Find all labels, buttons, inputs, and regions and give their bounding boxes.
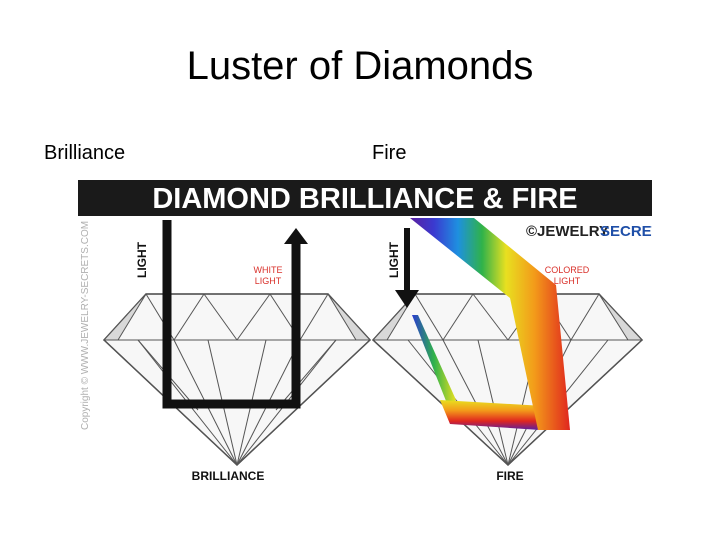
- colored-light-line2: LIGHT: [554, 276, 581, 286]
- caption-fire: FIRE: [496, 469, 523, 483]
- banner-title: DIAMOND BRILLIANCE & FIRE: [152, 183, 577, 215]
- down-arrow-head: [395, 290, 419, 308]
- brilliance-light-path: [162, 220, 301, 409]
- light-label-right: LIGHT: [387, 241, 401, 278]
- fire-label: Fire: [372, 142, 407, 164]
- fire-dispersion-rays: [410, 218, 570, 430]
- slide-title: Luster of Diamonds: [186, 44, 534, 88]
- left-diamond: [102, 293, 372, 467]
- white-light-line1: WHITE: [254, 265, 283, 275]
- caption-brilliance: BRILLIANCE: [192, 469, 265, 483]
- diamond-brilliance-fire-figure: DIAMOND BRILLIANCE & FIRE Copyright © WW…: [78, 180, 652, 495]
- jewelry-secrets-logo: ©JEWELRY SECRETS: [526, 223, 652, 240]
- logo-prefix: ©JEWELRY: [526, 223, 609, 240]
- right-diamond: [371, 293, 644, 467]
- light-label-left: LIGHT: [135, 241, 149, 278]
- copyright-text: Copyright © WWW.JEWELRY-SECRETS.COM: [80, 221, 91, 430]
- white-light-line2: LIGHT: [255, 276, 282, 286]
- banner-background: [78, 180, 652, 216]
- brilliance-label: Brilliance: [44, 142, 126, 164]
- colored-light-line1: COLORED: [545, 265, 590, 275]
- up-arrow-head: [284, 228, 308, 244]
- logo-suffix: SECRETS: [600, 223, 652, 240]
